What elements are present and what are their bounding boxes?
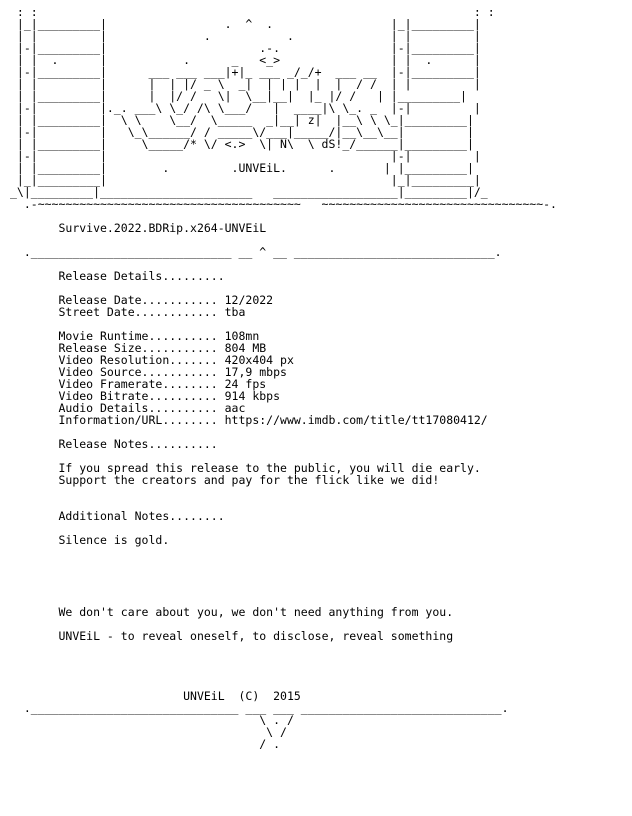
video-bitrate: Video Bitrate.......... 914 kbps [58,389,281,403]
release-date: Release Date........... 12/2022 [58,293,274,307]
movie-runtime: Movie Runtime.......... 108mn [58,329,260,343]
video-source: Video Source........... 17,9 mbps [58,365,287,379]
frame-top-border: .-~~~~~~~~~~~~~~~~~~~~~~~~~~~~~~~~~~~~~~… [10,197,564,211]
release-details-heading: Release Details......... [58,269,225,283]
ascii-logo-art: : : : : |_|_________| . ^ . |_|_________… [10,5,495,199]
copyright-footer: UNVEiL (C) 2015 [183,689,301,703]
tagline: UNVEiL - to reveal oneself, to disclose,… [58,629,454,643]
release-notes-line: If you spread this release to the public… [58,461,481,475]
tagline: We don't care about you, we don't need a… [58,605,454,619]
street-date: Street Date............ tba [58,305,246,319]
video-resolution: Video Resolution....... 420x404 px [58,353,294,367]
additional-notes-line: Silence is gold. [58,533,170,547]
release-notes-heading: Release Notes.......... [58,437,218,451]
information-url: Information/URL........ https://www.imdb… [58,413,488,427]
release-title: Survive.2022.BDRip.x264-UNVEiL [58,221,267,235]
video-framerate: Video Framerate........ 24 fps [58,377,267,391]
release-size: Release Size........... 804 MB [58,341,267,355]
section-divider: ._____________________________ __ ^ __ _… [10,245,502,259]
additional-notes-heading: Additional Notes........ [58,509,225,523]
release-notes-line: Support the creators and pay for the fli… [58,473,440,487]
footer-art: .______________________________ ___ ___ … [23,701,509,751]
audio-details: Audio Details.......... aac [58,401,246,415]
